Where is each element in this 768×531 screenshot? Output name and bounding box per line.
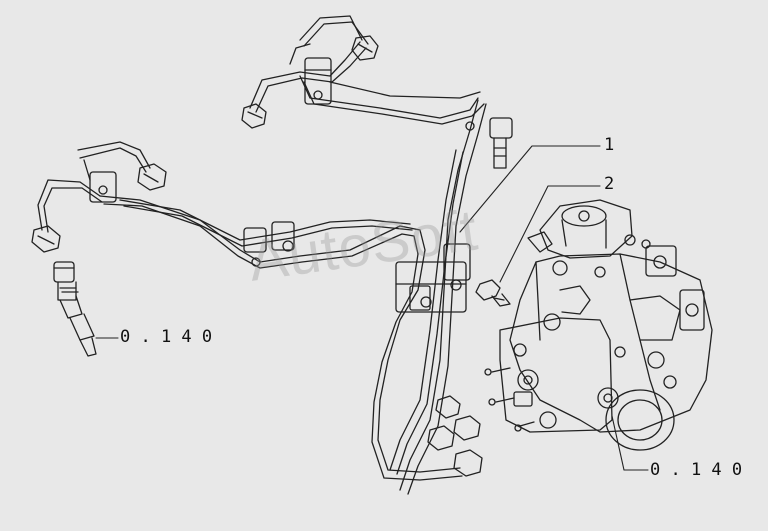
upper-pipe-clamp bbox=[304, 57, 332, 105]
left-nut-lower bbox=[31, 225, 61, 253]
bolt bbox=[475, 279, 511, 307]
left-pipe-clamp bbox=[89, 171, 117, 203]
main-injection-pipe bbox=[37, 141, 463, 481]
leader-lines bbox=[95, 145, 649, 471]
pump-pipe-nuts bbox=[427, 395, 483, 477]
callout-ref-pump: 0 . 1 4 0 bbox=[650, 460, 743, 480]
support-bracket bbox=[395, 243, 471, 313]
injector bbox=[53, 261, 97, 357]
callout-part-2: 2 bbox=[604, 174, 615, 194]
left-nut-upper bbox=[137, 163, 167, 191]
upper-nut-left bbox=[241, 103, 267, 129]
callout-ref-injector: 0 . 1 4 0 bbox=[120, 327, 213, 347]
banjo-fitting bbox=[465, 117, 513, 169]
upper-nut-right bbox=[351, 35, 379, 61]
middle-pipe-clamp bbox=[243, 221, 295, 267]
callout-part-1: 1 bbox=[604, 135, 615, 155]
injection-pump bbox=[484, 199, 713, 451]
top-injection-pipe bbox=[249, 15, 485, 125]
vertical-pipes bbox=[389, 99, 487, 495]
